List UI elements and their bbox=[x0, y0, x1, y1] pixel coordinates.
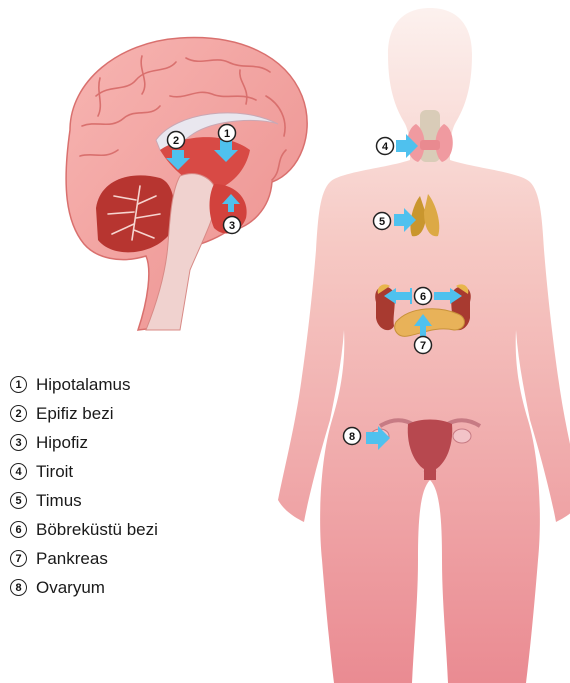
legend-item-7: 7 Pankreas bbox=[10, 544, 158, 573]
marker-5: 5 bbox=[374, 213, 391, 230]
brain-illustration bbox=[66, 38, 307, 330]
legend-item-1: 1 Hipotalamus bbox=[10, 370, 158, 399]
marker-7-number: 7 bbox=[420, 340, 426, 352]
marker-3: 3 bbox=[224, 217, 241, 234]
legend: 1 Hipotalamus 2 Epifiz bezi 3 Hipofiz 4 … bbox=[10, 370, 158, 602]
legend-number: 4 bbox=[10, 463, 27, 480]
marker-2: 2 bbox=[168, 132, 185, 149]
legend-number: 2 bbox=[10, 405, 27, 422]
legend-number: 1 bbox=[10, 376, 27, 393]
legend-label: Ovaryum bbox=[36, 578, 105, 598]
legend-item-5: 5 Timus bbox=[10, 486, 158, 515]
marker-4-number: 4 bbox=[382, 141, 389, 153]
legend-item-6: 6 Böbreküstü bezi bbox=[10, 515, 158, 544]
legend-label: Hipotalamus bbox=[36, 375, 131, 395]
legend-number: 3 bbox=[10, 434, 27, 451]
legend-label: Timus bbox=[36, 491, 82, 511]
marker-6-number: 6 bbox=[420, 291, 426, 303]
legend-number: 5 bbox=[10, 492, 27, 509]
legend-number: 7 bbox=[10, 550, 27, 567]
legend-item-4: 4 Tiroit bbox=[10, 457, 158, 486]
marker-5-number: 5 bbox=[379, 216, 385, 228]
marker-1-number: 1 bbox=[224, 128, 230, 140]
legend-number: 8 bbox=[10, 579, 27, 596]
marker-7: 7 bbox=[415, 337, 432, 354]
marker-8-number: 8 bbox=[349, 431, 355, 443]
marker-8: 8 bbox=[344, 428, 361, 445]
legend-label: Hipofiz bbox=[36, 433, 88, 453]
marker-2-number: 2 bbox=[173, 135, 179, 147]
legend-number: 6 bbox=[10, 521, 27, 538]
marker-4: 4 bbox=[377, 138, 394, 155]
marker-6: 6 bbox=[415, 288, 432, 305]
legend-label: Pankreas bbox=[36, 549, 108, 569]
legend-label: Tiroit bbox=[36, 462, 73, 482]
legend-item-8: 8 Ovaryum bbox=[10, 573, 158, 602]
legend-item-3: 3 Hipofiz bbox=[10, 428, 158, 457]
legend-label: Epifiz bezi bbox=[36, 404, 113, 424]
legend-label: Böbreküstü bezi bbox=[36, 520, 158, 540]
legend-item-2: 2 Epifiz bezi bbox=[10, 399, 158, 428]
marker-3-number: 3 bbox=[229, 220, 235, 232]
marker-1: 1 bbox=[219, 125, 236, 142]
